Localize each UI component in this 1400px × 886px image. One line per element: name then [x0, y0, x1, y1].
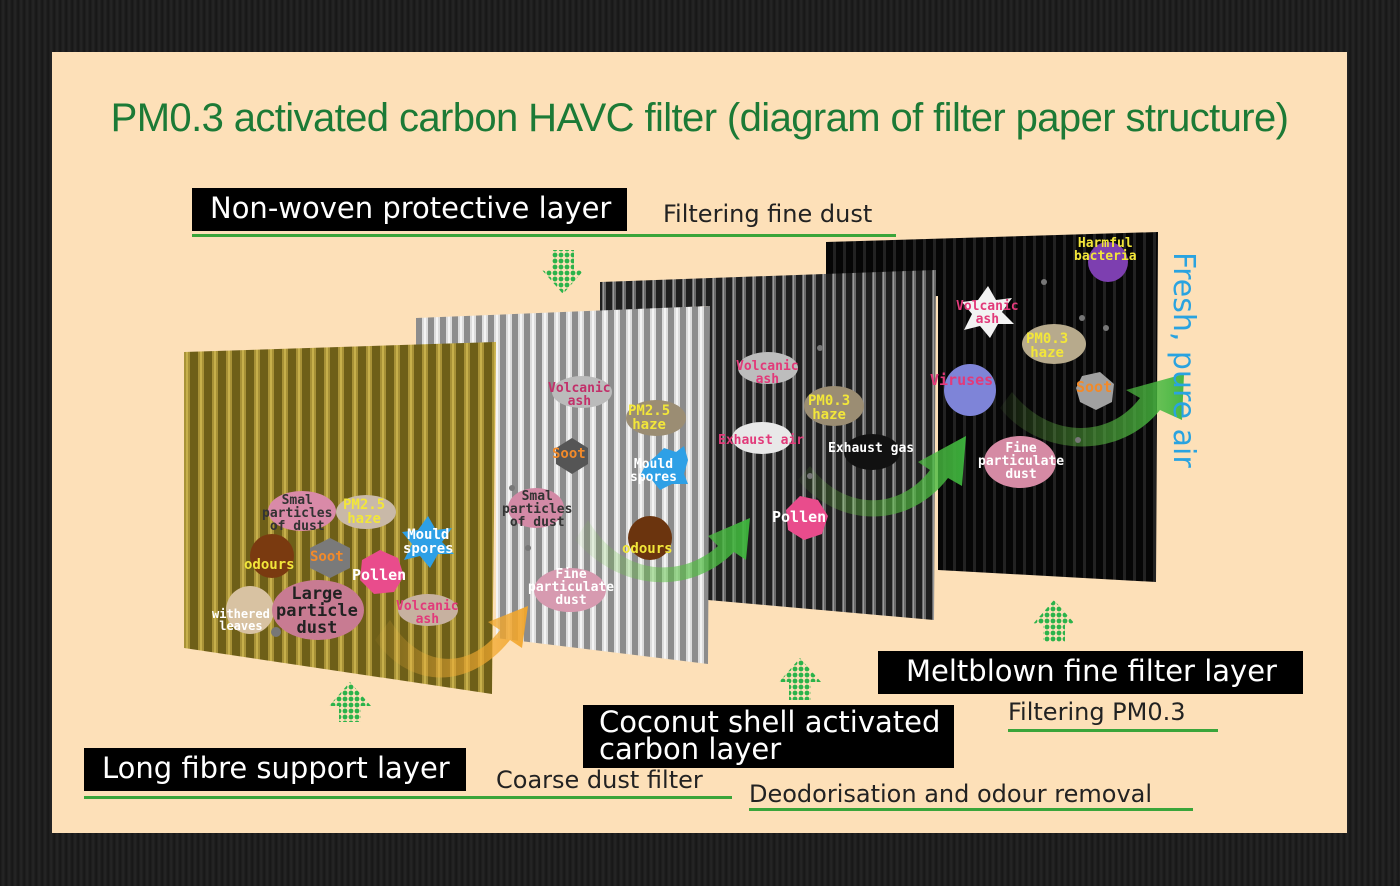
particle-shapes: [226, 242, 1128, 640]
label-long-fibre-layer: Long fibre support layer: [84, 748, 466, 791]
particle-soot-1: Soot: [310, 549, 344, 565]
label-carbon-line-2: carbon layer: [599, 731, 782, 766]
particle-pollen-1: Pollen: [352, 566, 407, 584]
label-carbon-layer: Coconut shell activated carbon layer: [583, 705, 955, 769]
desc-carbon-layer: Deodorisation and odour removal: [749, 780, 1153, 808]
rule-nonwoven: [192, 234, 896, 237]
particle-soot-4: Soot: [1076, 378, 1113, 396]
fresh-air-label: Fresh, pure air: [1166, 252, 1201, 468]
arrow-up-carbon-icon: [779, 658, 821, 700]
meltblown-filter-sheet: [826, 232, 1158, 582]
rule-meltblown: [1008, 729, 1218, 732]
label-meltblown-layer: Meltblown fine filter layer: [878, 651, 1303, 694]
rule-carbon: [749, 808, 1193, 811]
flow-arrow-green-2: [798, 436, 966, 517]
page-title: PM0.3 activated carbon HAVC filter (diag…: [110, 96, 1289, 140]
dust-dots: [271, 279, 1109, 637]
particle-soot-2: Soot: [552, 446, 586, 462]
particle-odours-1: odours: [244, 557, 295, 573]
label-nonwoven-layer: Non-woven protective layer: [192, 188, 628, 231]
flow-arrow-green-3: [1000, 374, 1184, 447]
particle-exhaust-gas-3: Exhaust gas: [828, 441, 915, 456]
rule-long-fibre: [84, 796, 732, 799]
desc-meltblown-layer: Filtering PM0.3: [1008, 698, 1186, 726]
particle-exhaust-air-3: Exhaust air: [718, 433, 805, 448]
arrow-up-long-fibre-icon: [329, 682, 371, 722]
label-carbon-line-1: Coconut shell activated: [599, 705, 941, 739]
particle-pollen-3: Pollen: [772, 508, 827, 526]
desc-nonwoven-layer: Filtering fine dust: [663, 200, 873, 228]
desc-long-fibre-layer: Coarse dust filter: [496, 766, 703, 794]
arrow-down-nonwoven-icon: [542, 250, 584, 294]
particle-viruses-4: Viruses: [930, 371, 994, 389]
arrow-up-meltblown-icon: [1033, 600, 1075, 642]
flow-arrow-orange: [375, 606, 528, 678]
flow-arrow-green-1: [575, 518, 750, 583]
particle-odours-2: odours: [622, 541, 673, 557]
